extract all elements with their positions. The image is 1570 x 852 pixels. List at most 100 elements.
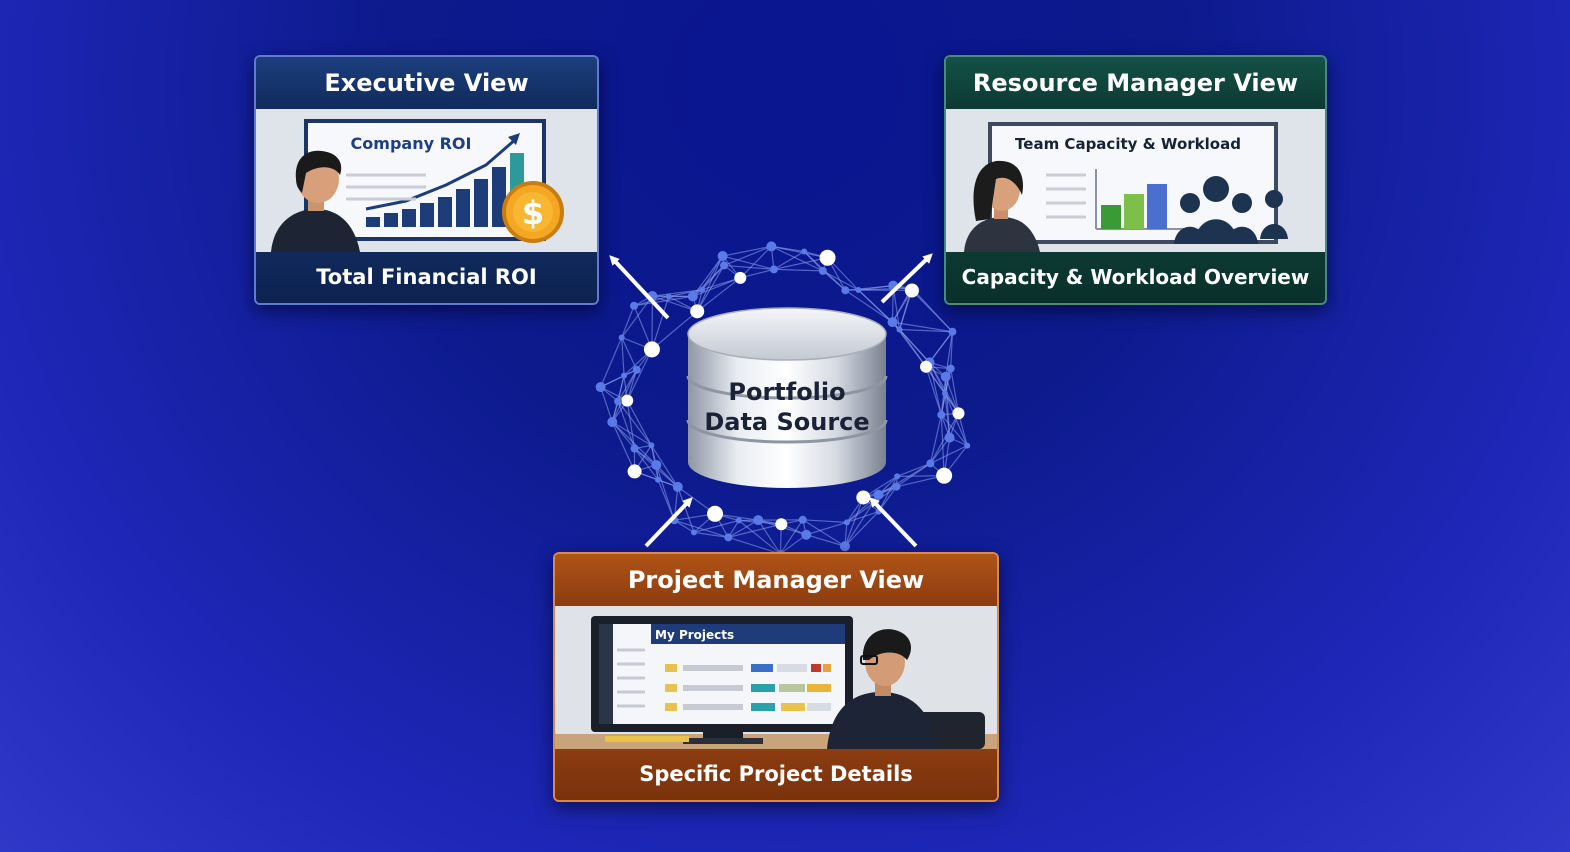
executive-view-footer: Total Financial ROI bbox=[256, 252, 597, 303]
monitor-icon: My Projects bbox=[591, 616, 853, 744]
network-node bbox=[940, 371, 951, 382]
data-source-line1: Portfolio bbox=[728, 378, 845, 406]
network-node bbox=[648, 442, 655, 449]
network-edge bbox=[950, 368, 960, 414]
network-edge bbox=[911, 290, 953, 333]
network-node bbox=[856, 490, 871, 505]
network-node bbox=[798, 515, 807, 524]
network-node bbox=[843, 519, 850, 526]
network-node bbox=[621, 394, 634, 407]
network-node bbox=[855, 287, 862, 294]
arrow-icon bbox=[869, 497, 918, 548]
network-edge bbox=[925, 366, 942, 416]
network-node bbox=[690, 304, 705, 319]
network-node bbox=[621, 372, 628, 379]
network-edge bbox=[626, 349, 653, 401]
network-edge bbox=[696, 265, 725, 312]
arrow-icon bbox=[609, 255, 670, 320]
network-edge bbox=[899, 328, 953, 333]
network-edge bbox=[626, 400, 652, 446]
network-node bbox=[643, 341, 660, 358]
network-node bbox=[926, 459, 935, 468]
network-edge bbox=[701, 277, 741, 291]
network-edge bbox=[728, 536, 781, 555]
network-node bbox=[720, 261, 729, 270]
network-edge bbox=[611, 421, 636, 472]
person-icon bbox=[964, 160, 1040, 252]
network-edge bbox=[779, 519, 804, 555]
dollar-coin-icon: $ bbox=[502, 181, 564, 243]
network-edge bbox=[822, 270, 846, 291]
arrows bbox=[609, 253, 933, 548]
network-node bbox=[630, 301, 639, 310]
network-edge bbox=[773, 268, 823, 272]
team-capacity-label: Team Capacity & Workload bbox=[1015, 135, 1241, 153]
network-node bbox=[920, 360, 933, 373]
network-edge bbox=[693, 519, 739, 533]
network-edge bbox=[845, 289, 893, 323]
network-node bbox=[707, 505, 724, 522]
executive-view-card: Executive View Company ROI bbox=[254, 55, 599, 305]
network-node bbox=[936, 467, 953, 484]
network-edge bbox=[806, 521, 848, 536]
network-edge bbox=[930, 445, 968, 464]
network-edge bbox=[944, 393, 951, 438]
network-node bbox=[769, 265, 778, 274]
network-edge bbox=[633, 295, 693, 307]
network-node bbox=[801, 529, 812, 540]
network-node bbox=[717, 251, 728, 262]
network-node bbox=[819, 249, 836, 266]
network-node bbox=[687, 291, 698, 302]
network-edge bbox=[802, 519, 847, 523]
network-edge bbox=[806, 534, 846, 547]
network-edge bbox=[899, 329, 930, 363]
network-edge bbox=[722, 245, 772, 257]
notepad bbox=[605, 736, 689, 742]
network-edge bbox=[621, 337, 625, 376]
network-node bbox=[614, 397, 623, 406]
network-node bbox=[952, 407, 965, 420]
network-edge bbox=[896, 462, 931, 477]
company-roi-label: Company ROI bbox=[351, 134, 472, 153]
network-edge bbox=[929, 437, 951, 464]
network-node bbox=[904, 283, 919, 298]
network-edge bbox=[655, 464, 675, 521]
database-icon: Portfolio Data Source bbox=[686, 307, 888, 488]
network-node bbox=[630, 444, 639, 453]
network-edge bbox=[651, 296, 670, 350]
network-edge bbox=[724, 264, 774, 270]
network-edge bbox=[940, 414, 945, 476]
network-edge bbox=[844, 511, 880, 547]
executive-view-title: Executive View bbox=[256, 57, 597, 109]
my-projects-label: My Projects bbox=[655, 628, 734, 642]
network-edge bbox=[771, 245, 824, 272]
network-edge bbox=[626, 400, 636, 449]
network-node bbox=[735, 517, 742, 524]
network-edge bbox=[944, 393, 968, 446]
network-node bbox=[734, 271, 747, 284]
network-node bbox=[651, 459, 662, 470]
project-manager-view-footer: Specific Project Details bbox=[555, 749, 997, 800]
network-edge bbox=[611, 421, 635, 449]
network-edge bbox=[701, 265, 725, 291]
network-edge bbox=[600, 386, 613, 423]
network-node bbox=[896, 326, 903, 333]
network-node bbox=[724, 533, 733, 542]
network-edge bbox=[701, 255, 724, 291]
network-edge bbox=[950, 331, 954, 369]
network-edge bbox=[899, 329, 927, 368]
coin-symbol: $ bbox=[522, 194, 544, 232]
network-node bbox=[944, 432, 955, 443]
network-edge bbox=[674, 519, 729, 538]
network-node bbox=[839, 541, 850, 552]
network-edge bbox=[940, 414, 968, 446]
network-edge bbox=[621, 337, 638, 371]
network-edge bbox=[728, 519, 759, 538]
network-node bbox=[699, 286, 706, 293]
network-node bbox=[627, 464, 642, 479]
network-node bbox=[632, 365, 641, 374]
network-edge bbox=[696, 277, 741, 312]
network-node bbox=[607, 417, 618, 428]
network-edge bbox=[617, 375, 625, 402]
bar-chart-icon bbox=[1101, 184, 1167, 229]
